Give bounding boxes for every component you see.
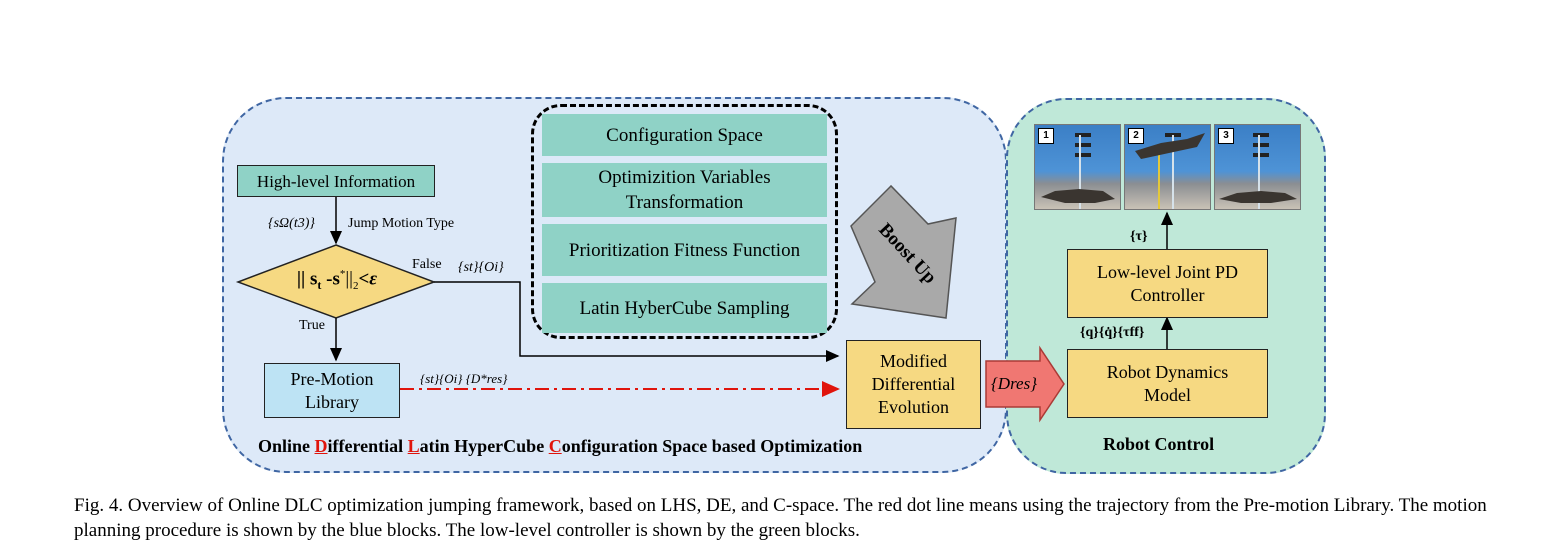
fitness-function-block: Prioritization Fitness Function — [542, 224, 827, 276]
title-highlight-letter: C — [548, 436, 562, 456]
decision-condition: || st -s*||2<ε — [296, 268, 378, 293]
robot-figure-icon — [1041, 133, 1115, 209]
pre-motion-library-node: Pre-Motion Library — [264, 363, 400, 418]
photo-number-3: 3 — [1218, 128, 1234, 144]
robot-photo-2: 2 — [1124, 124, 1211, 210]
figure-caption: Fig. 4. Overview of Online DLC optimizat… — [74, 495, 1487, 541]
pd-controller-node: Low-level Joint PD Controller — [1067, 249, 1268, 318]
jump-motion-type-label: Jump Motion Type — [348, 216, 455, 231]
dres-label: {Dres} — [991, 374, 1038, 393]
photo-number-1: 1 — [1038, 128, 1054, 144]
true-label: True — [299, 318, 325, 333]
right-region-title: Robot Control — [1103, 434, 1215, 454]
modified-differential-evolution-node: Modified Differential Evolution — [846, 340, 981, 429]
robot-dynamics-model-node: Robot Dynamics Model — [1067, 349, 1268, 418]
st-oi-label: {st}{Oi} — [458, 260, 504, 275]
left-region-title: Online Differential Latin HyperCube Conf… — [258, 436, 862, 457]
lhs-sampling-block: Latin HyberCube Sampling — [542, 283, 827, 333]
title-text-part: Online — [258, 436, 315, 456]
title-highlight-letter: L — [407, 436, 420, 456]
title-text-part: onfiguration Space based Optimization — [561, 436, 863, 456]
dres-arrow — [985, 345, 1065, 423]
robot-jump-icon — [1135, 133, 1205, 209]
optimization-components-group — [531, 104, 838, 339]
tau-label: {τ} — [1130, 229, 1148, 244]
q-terms-label: {q}{q̇}{τff} — [1080, 325, 1145, 340]
high-level-information-node: High-level Information — [237, 165, 435, 197]
variables-transformation-block: Optimizition Variables Transformation — [542, 163, 827, 217]
title-text-part: ifferential — [327, 436, 408, 456]
s-omega-label: {sΩ(t3)} — [268, 216, 315, 231]
arrow-false-branch — [434, 281, 840, 362]
robot-photo-1: 1 — [1034, 124, 1121, 210]
st-oi-dres-label: {st}{Oi} {D*res} — [420, 371, 508, 386]
boost-up-arrow — [850, 184, 957, 319]
title-highlight-letter: D — [314, 436, 328, 456]
robot-photo-3: 3 — [1214, 124, 1301, 210]
photo-number-2: 2 — [1128, 128, 1144, 144]
robot-land-icon — [1219, 133, 1297, 209]
configuration-space-block: Configuration Space — [542, 114, 827, 156]
false-label: False — [412, 257, 442, 272]
title-text-part: atin HyperCube — [419, 436, 549, 456]
